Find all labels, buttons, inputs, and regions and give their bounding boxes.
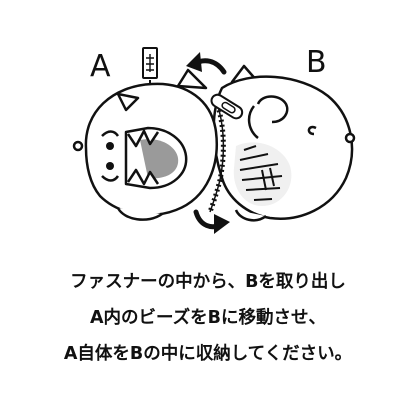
plush-b-label: B [306,45,327,80]
plush-a-nub [72,140,84,152]
hang-tag-icon [142,47,158,88]
instruction-illustration: A B [72,45,356,234]
curved-arrow-left-icon [186,52,227,75]
zipper-icon [207,93,244,213]
plush-a-eye-bottom [106,162,114,170]
curved-arrow-right-icon [193,209,230,234]
plush-b-eye [307,125,317,136]
instruction-line-1: ファスナーの中から、Bを取り出し [70,272,346,292]
plush-a-ear-right [176,68,208,90]
instruction-text: ファスナーの中から、Bを取り出し A内のビーズをBに移動させ、 A自体をBの中に… [0,264,416,372]
plush-b-body [212,75,354,220]
plush-b-nub [344,132,356,144]
plush-a [72,47,218,221]
instruction-line-3: A自体をBの中に収納してください。 [63,344,353,364]
plush-b-snout [256,95,289,124]
plush-a-eye-top [106,142,114,150]
plush-a-label: A [90,49,111,84]
instruction-line-2: A内のビーズをBに移動させ、 [89,308,326,328]
plush-b [212,64,356,222]
plush-a-tongue [140,139,179,179]
plush-a-ear-left [116,92,140,112]
